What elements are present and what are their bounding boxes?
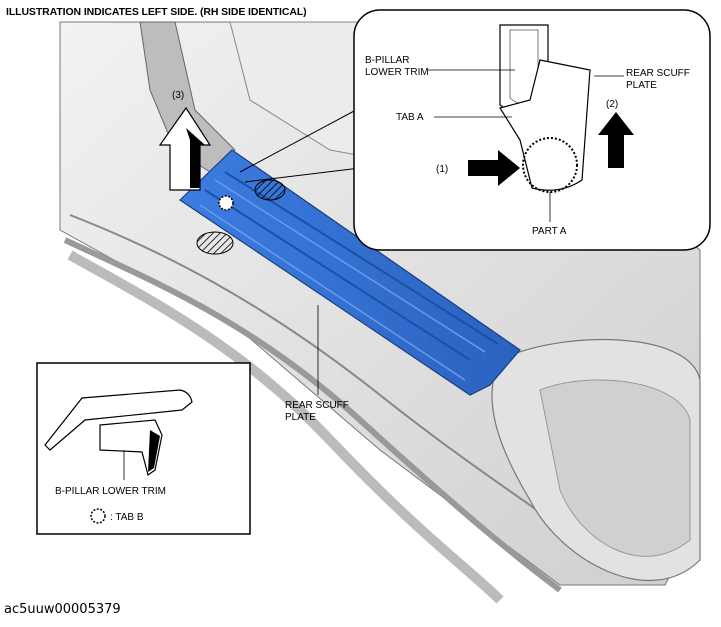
detail-tab-a: TAB A	[396, 112, 424, 123]
figure-code: ac5uuw00005379	[4, 602, 121, 617]
callout-line-bottom	[244, 167, 361, 183]
arrow-3-shade	[186, 128, 205, 188]
sill-edge-shadow	[67, 250, 504, 604]
sill-edge-lower	[63, 237, 562, 593]
detail-b-pillar-line2: LOWER TRIM	[365, 67, 429, 78]
detail-part-a: PART A	[532, 226, 567, 237]
inset-view: B-PILLAR LOWER TRIM : TAB B	[36, 362, 251, 535]
step-2-up-arrow	[598, 112, 634, 168]
detail-view: B-PILLAR LOWER TRIM REAR SCUFF PLATE TAB…	[239, 9, 711, 251]
inset-b-pillar-label: B-PILLAR LOWER TRIM	[55, 486, 166, 497]
detail-rear-scuff-line1: REAR SCUFF	[626, 68, 690, 79]
inset-panel	[44, 389, 193, 451]
part-a-dotted-circle	[522, 137, 578, 193]
main-rear-scuff-line1: REAR SCUFF	[285, 400, 349, 411]
callout-line-top	[239, 109, 357, 173]
inset-trim	[99, 419, 163, 476]
detail-step-2: (2)	[606, 99, 618, 110]
scuff-plate-rib-2	[214, 179, 486, 353]
detail-step-1: (1)	[436, 164, 448, 175]
main-rear-scuff-line2: PLATE	[285, 412, 316, 423]
rear-scuff-plate	[179, 149, 521, 396]
legend-tab-b-icon	[90, 508, 106, 524]
inset-trim-dark	[148, 430, 160, 472]
step-3-label: (3)	[172, 90, 184, 101]
scuff-plate-rib-3	[224, 171, 499, 345]
wheel-arch-inner	[539, 379, 691, 557]
hatched-clip-lower	[196, 231, 234, 255]
scuff-plate-rib-1	[204, 189, 471, 361]
step-1-right-arrow	[468, 150, 520, 186]
illustration-header: ILLUSTRATION INDICATES LEFT SIDE. (RH SI…	[6, 6, 307, 18]
tab-b-marker	[218, 195, 234, 211]
hatched-clip-upper	[254, 179, 286, 201]
legend-tab-b-label: : TAB B	[110, 512, 144, 523]
detail-b-pillar-line1: B-PILLAR	[365, 55, 409, 66]
detail-scuff-plate	[499, 59, 591, 191]
scuff-plate-rib-4	[199, 204, 466, 381]
step-3-up-arrow: (3)	[158, 90, 212, 191]
detail-rear-scuff-line2: PLATE	[626, 80, 657, 91]
